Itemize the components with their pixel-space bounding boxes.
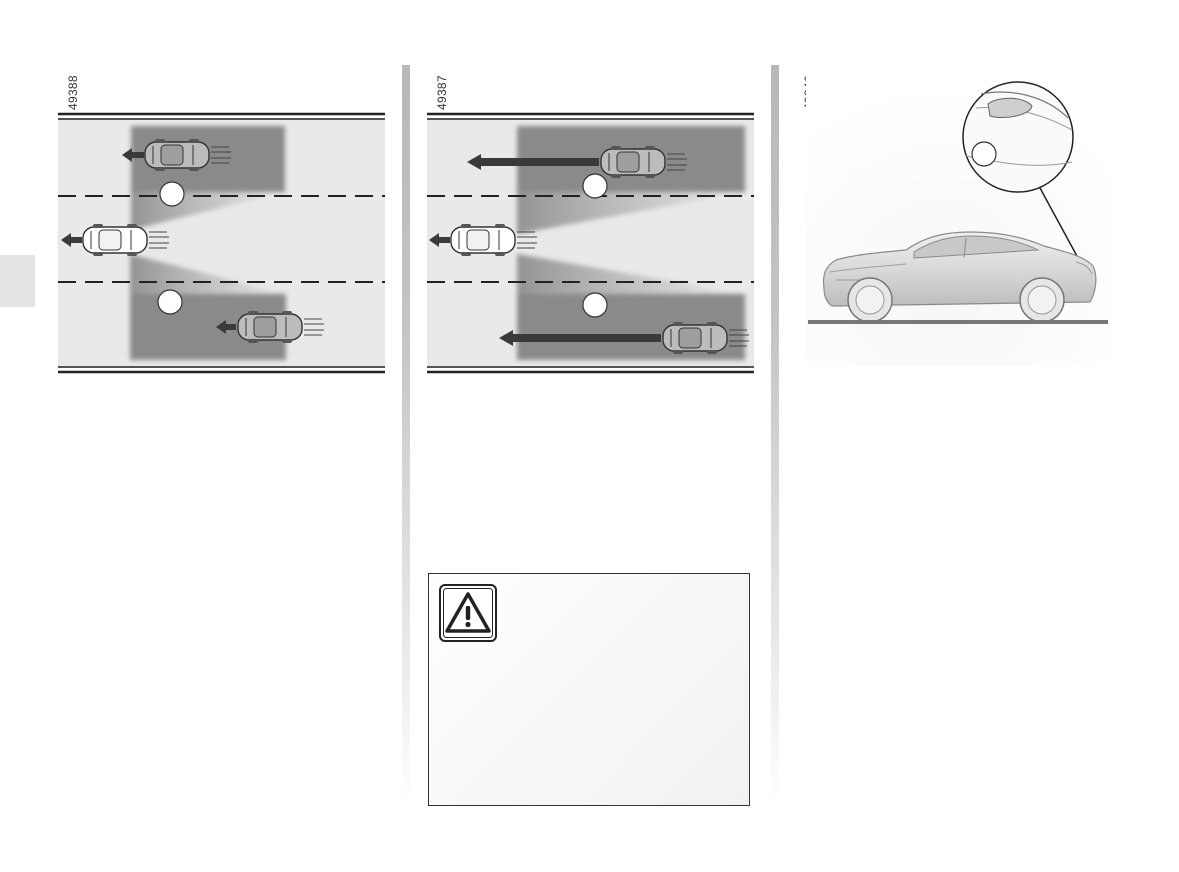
blind-spot-diagram-2 <box>427 112 754 374</box>
own-vehicle <box>429 223 538 257</box>
vehicle-lower-fast <box>499 321 750 355</box>
callout-circle-lower <box>582 292 608 318</box>
car-side-view <box>822 231 1097 323</box>
callout-circle-lower <box>157 289 183 315</box>
ground-line <box>808 320 1108 324</box>
own-vehicle <box>61 223 170 257</box>
blind-spot-diagram-1 <box>58 112 385 374</box>
section-tab-marker <box>0 255 35 307</box>
callout-circle-upper <box>159 181 185 207</box>
callout-circle-upper <box>582 173 608 199</box>
warning-triangle-icon <box>439 584 497 642</box>
vehicle-upper-fast <box>467 145 688 179</box>
figure-code-1: 49388 <box>66 75 80 110</box>
figure-code-2: 49387 <box>435 75 449 110</box>
magnified-sensor-detail <box>962 81 1074 193</box>
column-divider-left <box>402 65 410 805</box>
vehicle-upper <box>122 138 232 172</box>
sensor-callout-circle <box>971 141 997 167</box>
column-divider-right <box>771 65 779 805</box>
sensor-location-illustration <box>806 66 1111 366</box>
warning-box <box>428 573 750 806</box>
vehicle-lower <box>216 310 325 344</box>
